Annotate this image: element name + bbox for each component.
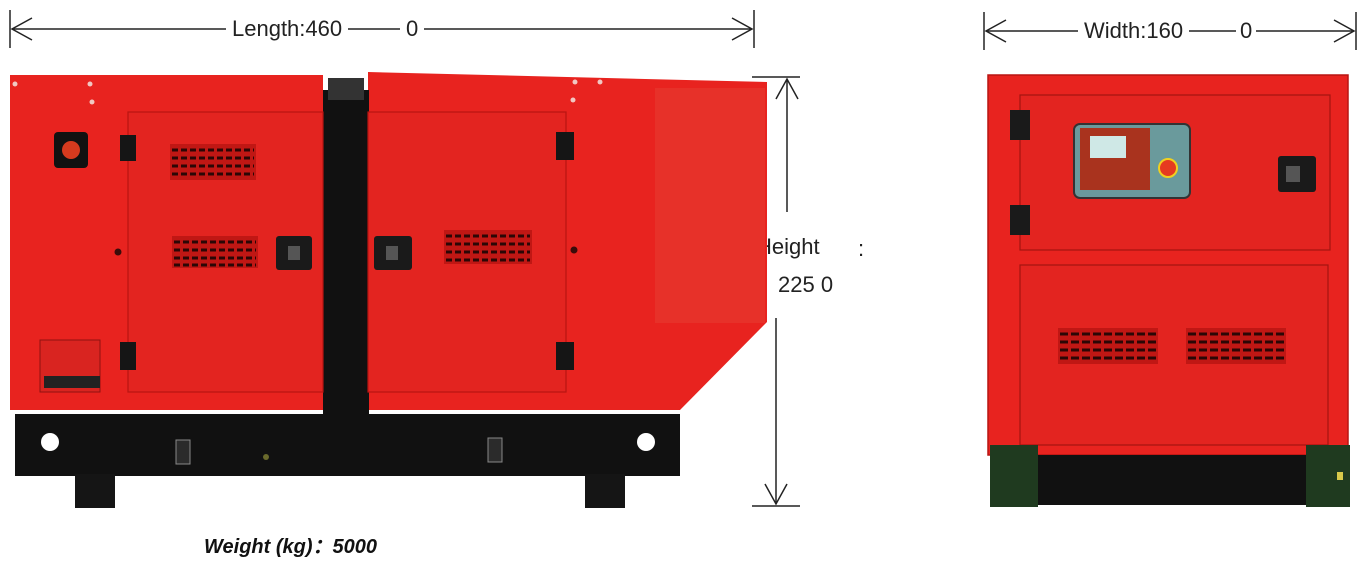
height-arrow-bottom [764, 483, 788, 506]
weight-line: Weight (kg)：5000 [204, 530, 377, 559]
width-suffix: 0 [1236, 18, 1257, 44]
control-display [1090, 136, 1126, 158]
width-arrow-left [984, 19, 1007, 43]
end-vent-slats [1060, 332, 1284, 360]
lift-point-label-right [487, 437, 503, 463]
foot-left [75, 474, 115, 508]
end-base-frame [990, 455, 1350, 505]
canopy-panel-shade [655, 88, 765, 323]
end-hinge-top [1010, 110, 1030, 140]
width-arrow-right [1333, 19, 1356, 43]
length-label: Length:460 [226, 16, 349, 42]
height-value: 225 0 [778, 272, 834, 298]
drain-plug [263, 454, 269, 460]
end-hinge-bottom [1010, 205, 1030, 235]
lift-hole-right [637, 433, 655, 451]
width-label: Width:160 [1078, 18, 1190, 44]
length-arrow-right [731, 17, 754, 41]
weight-label: Weight (kg) [204, 536, 313, 558]
generator-side-view [10, 72, 767, 508]
generator-end-view [987, 74, 1350, 507]
height-colon: : [858, 236, 865, 262]
ground-terminal [1337, 472, 1343, 480]
door-latch-right [570, 246, 578, 254]
vent-slats-left [172, 148, 256, 267]
end-foot-left [990, 445, 1038, 507]
base-frame [15, 414, 680, 476]
length-arrow-left [10, 17, 33, 41]
door-latch-left [114, 248, 122, 256]
left-handle-grip [288, 246, 300, 260]
lift-hole-left [41, 433, 59, 451]
emergency-stop-button [62, 141, 80, 159]
vent-slats-right [446, 234, 530, 262]
end-foot-right [1306, 445, 1350, 507]
right-handle-grip [386, 246, 398, 260]
cable-entry-slot [44, 376, 100, 388]
height-arrow-top [775, 77, 799, 100]
weight-separator: ： [312, 536, 333, 558]
door-hinges [120, 132, 574, 370]
lift-point-label-left [175, 439, 191, 465]
weight-value: 5000 [332, 536, 378, 558]
canopy-bolts [12, 79, 603, 105]
control-door-handle-grip [1286, 166, 1300, 182]
lifting-eye [328, 78, 364, 100]
center-pillar [323, 90, 369, 420]
emergency-stop-end [1158, 158, 1178, 178]
foot-right [585, 474, 625, 508]
length-suffix: 0 [400, 16, 425, 42]
